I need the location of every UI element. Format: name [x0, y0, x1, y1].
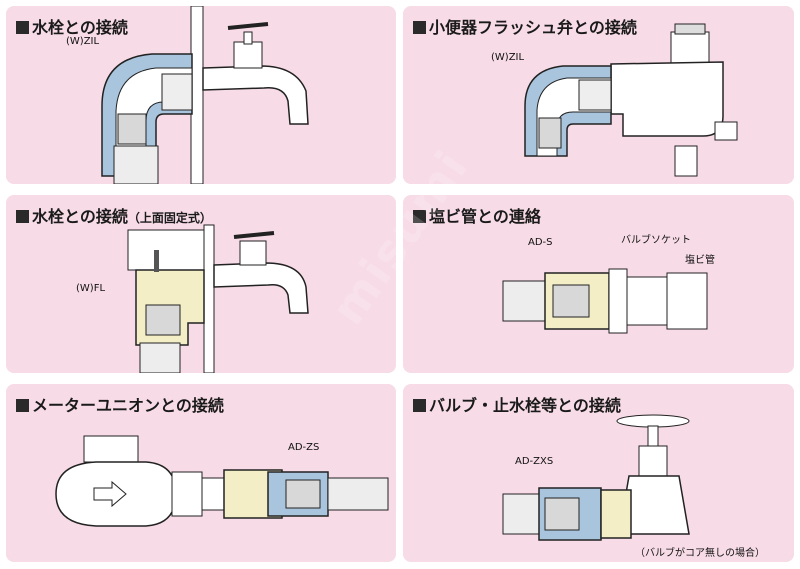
label-w-zil: (W)ZIL [491, 52, 525, 63]
panel-title: メーターユニオンとの接続 [16, 392, 224, 416]
faucet-fl-diagram [127, 224, 309, 373]
label-w-zil: (W)ZIL [66, 36, 100, 47]
valve-zxs-diagram [502, 414, 690, 541]
faucet-zil-diagram [101, 6, 309, 184]
panel-urinal-flush-valve-connection: 小便器フラッシュ弁との接続 (W)ZIL [403, 6, 794, 184]
label-ad-s: AD-S [528, 237, 553, 248]
panel-title: 水栓との接続 [16, 14, 128, 38]
flush-valve-diagram [524, 23, 738, 177]
meter-union-diagram [55, 435, 389, 527]
panel-valve-stopcock-connection: バルブ・止水栓等との接続 AD-ZXS （バルブがコア無しの場合） [403, 384, 794, 562]
label-w-fl: (W)FL [76, 283, 106, 294]
panel-pvc-pipe-connection: 塩ビ管との連絡 AD-S バルブソケット 塩ビ管 [403, 195, 794, 373]
label-ad-zxs: AD-ZXS [515, 456, 554, 467]
label-ad-zs: AD-ZS [288, 442, 320, 453]
label-valve-socket: バルブソケット [621, 235, 691, 246]
panel-faucet-top-fixed-connection: 水栓との接続（上面固定式） (W)FL [6, 195, 396, 373]
panel-title: 水栓との接続（上面固定式） [16, 203, 212, 227]
panel-title: 塩ビ管との連絡 [413, 203, 541, 227]
note-valve-without-core: （バルブがコア無しの場合） [635, 548, 765, 559]
pvc-diagram [502, 268, 708, 334]
panel-faucet-connection: 水栓との接続 (W)ZIL [6, 6, 396, 184]
panel-title: バルブ・止水栓等との接続 [413, 392, 621, 416]
panel-title: 小便器フラッシュ弁との接続 [413, 14, 637, 38]
panel-meter-union-connection: メーターユニオンとの接続 AD-ZS [6, 384, 396, 562]
label-pvc-pipe: 塩ビ管 [685, 255, 715, 266]
